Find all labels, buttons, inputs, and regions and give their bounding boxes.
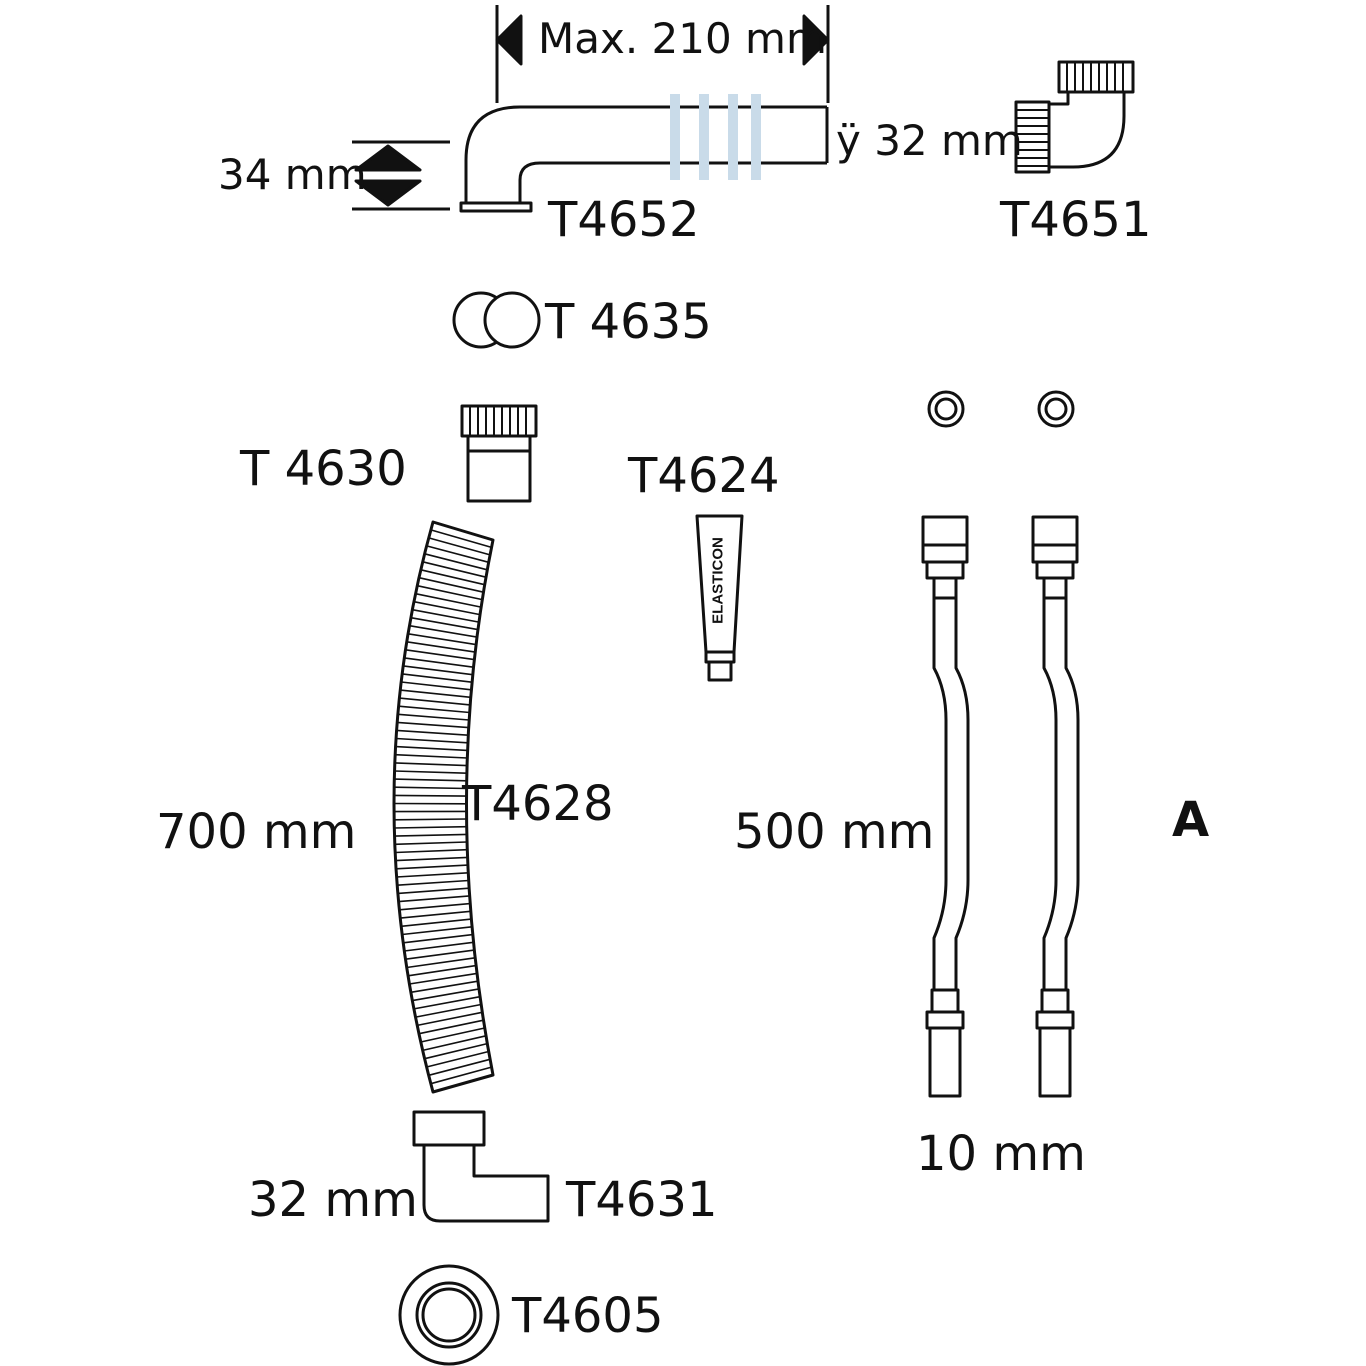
hose-rib	[404, 941, 474, 952]
hose-rib	[428, 1058, 491, 1077]
hose-rib	[394, 818, 467, 821]
hose-rib	[403, 933, 473, 944]
hose-rib	[413, 995, 481, 1010]
hose-rib	[405, 649, 475, 661]
hose-rib	[410, 616, 479, 631]
part-t4624-label: T4624	[628, 448, 780, 504]
hose-rib	[394, 762, 468, 767]
length-700-label: 700 mm	[156, 804, 357, 860]
hose-rib	[396, 729, 469, 736]
hose-rib	[406, 957, 476, 969]
hose-rib	[398, 705, 470, 714]
hose-rib	[430, 529, 492, 549]
hose-rib	[396, 872, 469, 878]
hose-rib	[400, 910, 471, 919]
hose-rib	[412, 988, 480, 1002]
hose-rib	[394, 770, 467, 774]
hose-rib	[424, 1042, 488, 1060]
t4651-elbow	[1014, 60, 1135, 174]
diameter-10-label: 10 mm	[916, 1126, 1086, 1182]
hose-rib	[417, 584, 483, 601]
hose-rib	[413, 600, 481, 616]
hose-rib	[428, 537, 491, 556]
hose-rib	[395, 848, 468, 854]
t4630-nut	[460, 404, 538, 503]
hose-rib	[420, 1027, 485, 1043]
hose-rib	[420, 569, 485, 586]
hose-rib	[415, 1003, 482, 1018]
t4628-corrugated-hose	[392, 520, 495, 1094]
hose-rib	[402, 926, 473, 936]
hose-rib	[395, 864, 468, 870]
hose-rib	[426, 545, 489, 564]
hose-rib	[400, 689, 471, 699]
hose-rib	[407, 633, 477, 646]
t4635-washers	[452, 291, 541, 349]
hose-rib	[394, 833, 467, 837]
hose-rib	[406, 641, 476, 653]
tube-brand-label: ELASTICON	[709, 537, 727, 624]
hose-washer-left	[927, 390, 965, 428]
flex-hose-right	[1031, 515, 1080, 1098]
hose-rib	[399, 697, 471, 706]
hose-rib	[401, 681, 472, 691]
hose-rib	[412, 608, 480, 623]
hose-rib	[404, 657, 474, 668]
hose-rib	[394, 825, 467, 829]
part-t4635-label: T 4635	[545, 294, 712, 350]
diameter-top-label: ÿ 32 mm	[836, 116, 1023, 165]
t4624-tube	[695, 514, 744, 682]
hose-rib	[399, 902, 471, 911]
hose-rib	[395, 745, 468, 752]
hose-rib	[394, 778, 467, 782]
hose-washer-right	[1037, 390, 1075, 428]
hose-rib	[395, 753, 468, 759]
hose-rib	[394, 841, 468, 846]
hose-rib	[410, 980, 479, 994]
hose-rib	[418, 1019, 484, 1035]
t4605-ring	[398, 1264, 500, 1366]
hose-rib	[426, 1050, 489, 1068]
hose-rib	[395, 737, 468, 744]
hose-rib	[407, 964, 477, 977]
hose-rib	[394, 786, 467, 790]
hose-rib	[422, 561, 487, 578]
hose-rib	[405, 949, 475, 960]
hose-rib	[430, 1066, 492, 1085]
hose-rib	[397, 879, 469, 886]
flex-hose-left	[921, 515, 970, 1098]
length-500-label: 500 mm	[734, 804, 935, 860]
t4652-elbow-pipe	[459, 5, 830, 213]
hose-rib	[401, 918, 472, 928]
hose-rib	[415, 592, 482, 608]
hose-rib	[398, 895, 470, 903]
hose-rib	[403, 665, 473, 676]
part-t4652-label: T4652	[548, 192, 700, 248]
hose-rib	[397, 887, 470, 895]
hose-rib	[424, 553, 488, 571]
hose-rib	[422, 1035, 487, 1052]
hose-rib	[417, 1011, 483, 1027]
max-width-label: Max. 210 mm	[538, 14, 827, 63]
kit-a-label: A	[1172, 792, 1210, 848]
part-t4630-label: T 4630	[240, 441, 407, 497]
hose-rib	[397, 721, 469, 729]
hose-rib	[393, 794, 467, 797]
part-t4631-label: T4631	[566, 1172, 718, 1228]
hose-rib	[402, 673, 473, 683]
hose-rib	[409, 972, 478, 985]
diameter-bottom-label: 32 mm	[248, 1172, 418, 1228]
hose-rib	[395, 856, 468, 862]
hose-rib	[418, 576, 484, 593]
hose-rib	[397, 713, 470, 721]
part-t4628-label: T4628	[462, 776, 614, 832]
hose-rib	[409, 624, 478, 638]
height-dimension	[352, 140, 450, 211]
t4631-elbow	[412, 1110, 550, 1223]
part-t4605-label: T4605	[512, 1288, 664, 1344]
part-t4651-label: T4651	[1000, 192, 1152, 248]
height-label: 34 mm	[218, 150, 367, 199]
